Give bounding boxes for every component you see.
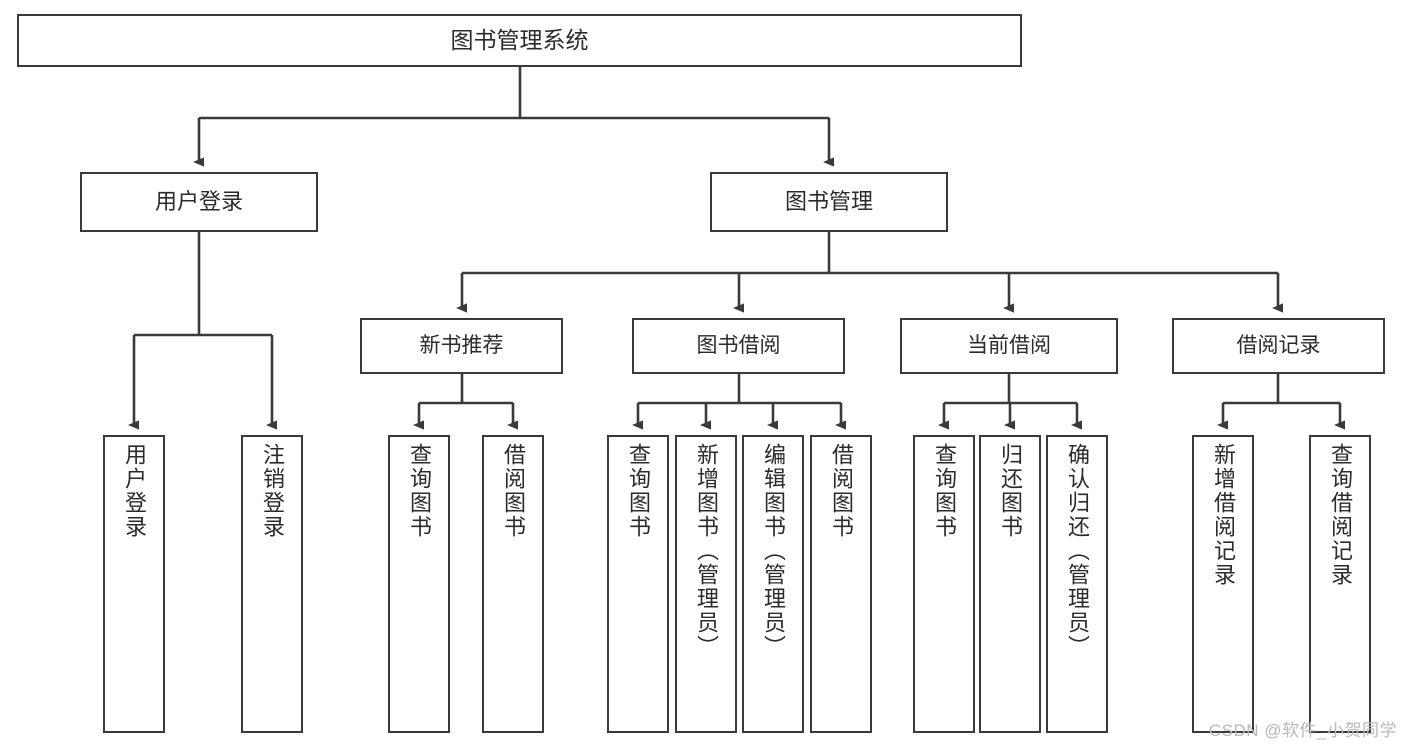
node-label: 当前借阅 <box>967 333 1051 357</box>
node-leaf-borrow-book[interactable]: 借阅图书 <box>810 435 872 733</box>
node-leaf-confirm-return-admin[interactable]: 确认归还（管理员） <box>1046 435 1108 733</box>
node-new-book-recommend[interactable]: 新书推荐 <box>360 318 563 374</box>
node-label: 注销登录 <box>260 443 285 539</box>
node-leaf-edit-book-admin[interactable]: 编辑图书（管理员） <box>742 435 804 733</box>
node-label: 归还图书 <box>998 443 1023 539</box>
node-label: 新书推荐 <box>419 333 504 357</box>
node-leaf-query-book-current[interactable]: 查询图书 <box>913 435 975 733</box>
node-label: 查询图书 <box>932 443 957 539</box>
node-leaf-borrow-book-recommend[interactable]: 借阅图书 <box>482 435 544 733</box>
node-leaf-query-book-recommend[interactable]: 查询图书 <box>388 435 450 733</box>
node-borrow-record[interactable]: 借阅记录 <box>1172 318 1385 374</box>
node-leaf-add-book-admin[interactable]: 新增图书（管理员） <box>675 435 737 733</box>
node-current-borrow[interactable]: 当前借阅 <box>900 318 1118 374</box>
node-label: 新增借阅记录 <box>1211 443 1236 587</box>
node-user-login[interactable]: 用户登录 <box>80 172 318 232</box>
node-leaf-return-book[interactable]: 归还图书 <box>979 435 1041 733</box>
node-leaf-query-borrow-record[interactable]: 查询借阅记录 <box>1309 435 1371 733</box>
node-label: 新增图书（管理员） <box>694 443 719 659</box>
node-label: 借阅图书 <box>501 443 526 539</box>
node-label: 查询借阅记录 <box>1328 443 1353 587</box>
node-label: 查询图书 <box>626 443 651 539</box>
node-label: 图书管理系统 <box>450 26 589 53</box>
node-label: 图书管理 <box>784 189 873 215</box>
node-leaf-user-login[interactable]: 用户登录 <box>103 435 165 733</box>
node-leaf-add-borrow-record[interactable]: 新增借阅记录 <box>1192 435 1254 733</box>
node-label: 图书借阅 <box>696 333 781 357</box>
node-book-management[interactable]: 图书管理 <box>710 172 948 232</box>
node-label: 查询图书 <box>407 443 432 539</box>
node-label: 借阅记录 <box>1236 333 1321 357</box>
node-label: 确认归还（管理员） <box>1065 443 1090 659</box>
node-book-borrow[interactable]: 图书借阅 <box>632 318 845 374</box>
node-label: 编辑图书（管理员） <box>761 443 786 659</box>
node-label: 用户登录 <box>154 189 243 215</box>
node-leaf-logout[interactable]: 注销登录 <box>241 435 303 733</box>
node-leaf-query-book-borrow[interactable]: 查询图书 <box>607 435 669 733</box>
node-root-book-management-system[interactable]: 图书管理系统 <box>17 14 1022 67</box>
node-label: 借阅图书 <box>829 443 854 539</box>
node-label: 用户登录 <box>122 443 147 539</box>
